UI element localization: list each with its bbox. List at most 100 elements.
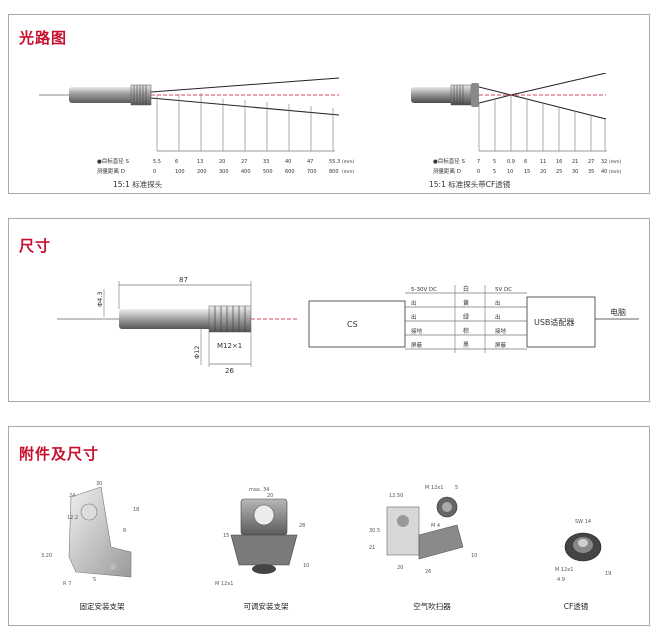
optics-panel: 光路图	[8, 14, 650, 194]
spot-value: 11	[540, 159, 546, 165]
usb-adapter-box	[526, 296, 596, 348]
distance-value: 600	[285, 169, 295, 175]
bracket-adj-dim: M 12x1	[215, 581, 233, 587]
wire-right-signal: 5V DC	[495, 287, 512, 293]
cf-lens-dim: SW 14	[575, 519, 591, 525]
spot-value: 33	[263, 159, 269, 165]
spot-value: 40	[285, 159, 291, 165]
probe-dimension-drawing: 87 Φ4.3 Φ12 M12×1 26	[57, 276, 299, 375]
bracket-adj-dim: 28	[299, 523, 305, 529]
cf-lens-dim: M 12x1	[555, 567, 573, 573]
wire-right-signal: 出	[495, 313, 501, 321]
bracket-adj-dim: 10	[303, 563, 309, 569]
dim-length: 87	[179, 276, 188, 284]
dim-thread-length: 26	[225, 367, 234, 375]
bracket-fixed-dim: R 7	[63, 581, 71, 587]
cs-label: CS	[347, 320, 358, 329]
wire-left-signal: 出	[411, 313, 417, 321]
distance-value: 0	[153, 169, 156, 175]
dim-thread: M12×1	[217, 342, 242, 350]
unit-right-dist: (mm)	[609, 169, 622, 175]
cf-lens-dim: 19	[605, 571, 611, 577]
distance-value: 40	[601, 169, 607, 175]
distance-value: 0	[477, 169, 480, 175]
bracket-fixed-dim: R	[123, 528, 127, 534]
section-title-optics: 光路图	[19, 29, 68, 47]
distance-value: 400	[241, 169, 251, 175]
dimensions-panel: 尺寸 87 Φ4.3 Φ12 M12×1	[8, 218, 650, 402]
bracket-fixed-dim: 5	[93, 577, 96, 583]
air-purge-dim: 5	[455, 485, 458, 491]
accessory-caption-adjustable-bracket: 可调安装支架	[243, 602, 289, 611]
wire-left-signal: 出	[411, 299, 417, 307]
cf-lens-right	[471, 83, 479, 107]
spot-value: 21	[572, 159, 578, 165]
distance-label-left: 测量距离 D	[97, 167, 125, 175]
spot-value: 5.5	[153, 159, 161, 165]
distance-gridlines-left	[156, 93, 334, 151]
pc-label: 电脑	[610, 307, 626, 317]
cs-box	[308, 300, 406, 348]
air-purge-dim: 21	[369, 545, 375, 551]
air-purge-dim: M 4	[431, 523, 440, 529]
wire-color-label: 棕	[463, 327, 469, 335]
wire-color-label: 黄	[463, 299, 469, 307]
spot-value: 7	[477, 159, 480, 165]
distance-value: 300	[219, 169, 229, 175]
accessory-caption-cf-lens: CF透镜	[563, 602, 589, 611]
spot-value: 16	[556, 159, 562, 165]
distance-value: 35	[588, 169, 594, 175]
distance-label-right: 测量距离 D	[433, 167, 461, 175]
probe-body-right	[411, 87, 459, 103]
dim-dia-small: Φ4.3	[96, 292, 104, 307]
bracket-fixed-dim: 3.20	[41, 553, 52, 559]
bracket-adj-dim: max. 34	[249, 487, 269, 493]
bracket-fixed-dim: 18	[133, 507, 139, 513]
spot-diameter-label-right: ●目标直径 S	[433, 157, 466, 165]
distance-value: 10	[507, 169, 513, 175]
distance-value: 200	[197, 169, 207, 175]
wire-right-signal: 出	[495, 299, 501, 307]
wire-left-signal: 5-30V DC	[411, 287, 437, 293]
spot-value: 5	[493, 159, 496, 165]
bracket-fixed-dim: 12.2	[67, 515, 78, 521]
section-title-dimensions: 尺寸	[19, 237, 52, 255]
distance-value: 500	[263, 169, 273, 175]
bracket-adj-dim: 15	[223, 533, 229, 539]
optics-caption-left: 15:1 标准探头	[113, 180, 163, 189]
fixed-bracket-drawing: 30 24 12.2 18R 3.20 R 7 5	[41, 481, 139, 587]
distance-value: 800	[329, 169, 339, 175]
bracket-adj-dim: 20	[267, 493, 273, 499]
optics-caption-right: 15:1 标准探头带CF透镜	[429, 180, 511, 189]
wire-right-signal: 屏蔽	[495, 341, 507, 349]
spot-value: 47	[307, 159, 313, 165]
unit-right-spot: (mm)	[609, 159, 622, 165]
wire-left-signal: 接地	[411, 327, 423, 335]
bracket-fixed-dim: 24	[69, 493, 75, 499]
distance-value: 30	[572, 169, 578, 175]
spot-diameter-label-left: ●目标直径 S	[97, 157, 130, 165]
bracket-fixed-dim: 30	[96, 481, 102, 487]
spot-value: 20	[219, 159, 225, 165]
probe-body-dim	[119, 309, 214, 329]
wire-right-signal: 接地	[495, 327, 507, 335]
wire-color-label: 绿	[463, 313, 469, 321]
spot-value: 13	[197, 159, 203, 165]
air-purge-dim: 20	[397, 565, 403, 571]
spot-value: 6	[175, 159, 178, 165]
air-purge-dim: 10	[471, 553, 477, 559]
spot-value: 27	[588, 159, 594, 165]
wire-left-signal: 屏蔽	[411, 341, 423, 349]
usb-adapter-label: USB适配器	[534, 317, 574, 327]
wire-color-label: 白	[463, 285, 469, 293]
